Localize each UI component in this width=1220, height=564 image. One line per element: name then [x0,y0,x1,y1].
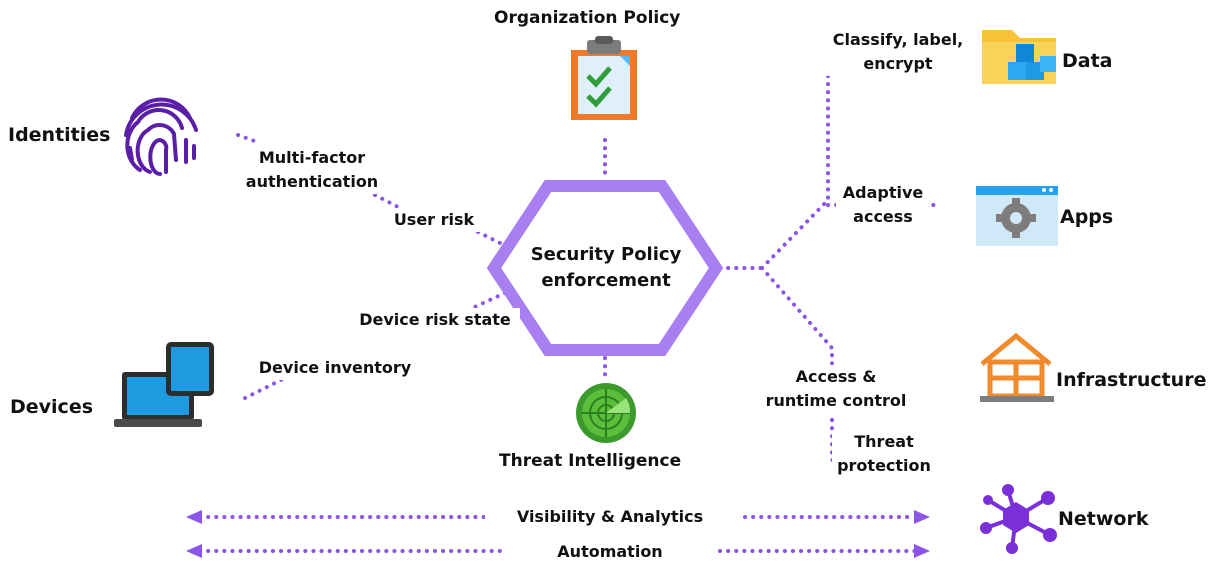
access-runtime-label: Access & runtime control [762,365,910,413]
threat-protection-line1: Threat [854,432,914,451]
device-inventory-label: Device inventory [248,356,422,380]
arrowheads [186,510,930,558]
adaptive-access-label: Adaptive access [836,181,930,229]
connector-mfa [373,193,402,210]
connector-identities [236,133,262,145]
infrastructure-base-icon [980,396,1054,402]
center-title-line1: Security Policy [530,244,682,265]
fingerprint-icon [124,97,198,176]
threat-protection-line2: protection [837,456,931,475]
identities-label: Identities [8,124,111,146]
radar-icon [576,383,636,443]
connector-access [760,266,834,367]
threat-protection-label: Threat protection [832,430,936,478]
arrowhead-left-2 [186,544,202,558]
threat-intelligence-title: Threat Intelligence [499,451,682,471]
devices-icon [114,342,214,427]
arrowhead-right-1 [914,510,930,524]
user-risk-label: User risk [382,208,486,232]
mfa-label-line1: Multi-factor [258,148,366,167]
devices-label: Devices [10,396,94,418]
adaptive-access-line2: access [853,207,913,226]
center-title: Security Policy enforcement [500,242,712,294]
connector-devices [243,376,287,400]
network-hub-icon [980,484,1057,554]
center-title-line2: enforcement [541,270,671,291]
access-runtime-line2: runtime control [765,391,907,410]
network-label: Network [1058,508,1149,530]
automation-label: Automation [505,540,715,564]
arrowhead-right-2 [914,544,930,558]
access-runtime-line1: Access & [795,367,877,386]
connector-data [760,50,840,270]
apps-gear-icon [976,186,1058,246]
classify-label-line2: encrypt [863,54,933,73]
classify-label-line1: Classify, label, [832,30,964,49]
infrastructure-label: Infrastructure [1056,369,1207,391]
device-risk-label: Device risk state [350,308,520,332]
adaptive-access-line1: Adaptive [842,183,924,202]
mfa-label: Multi-factor authentication [237,146,387,194]
infrastructure-icon [980,332,1052,399]
data-folder-icon [982,30,1056,84]
visibility-analytics-label: Visibility & Analytics [485,505,735,529]
apps-label: Apps [1060,206,1114,228]
connector-device-risk [466,291,507,312]
organization-policy-title: Organization Policy [494,8,681,28]
security-hexagon [486,180,724,356]
data-label: Data [1062,50,1113,72]
clipboard-icon [571,36,637,120]
classify-label: Classify, label, encrypt [826,28,970,76]
connector-user-risk [476,230,508,248]
mfa-label-line2: authentication [245,172,379,191]
arrowhead-left-1 [186,510,202,524]
